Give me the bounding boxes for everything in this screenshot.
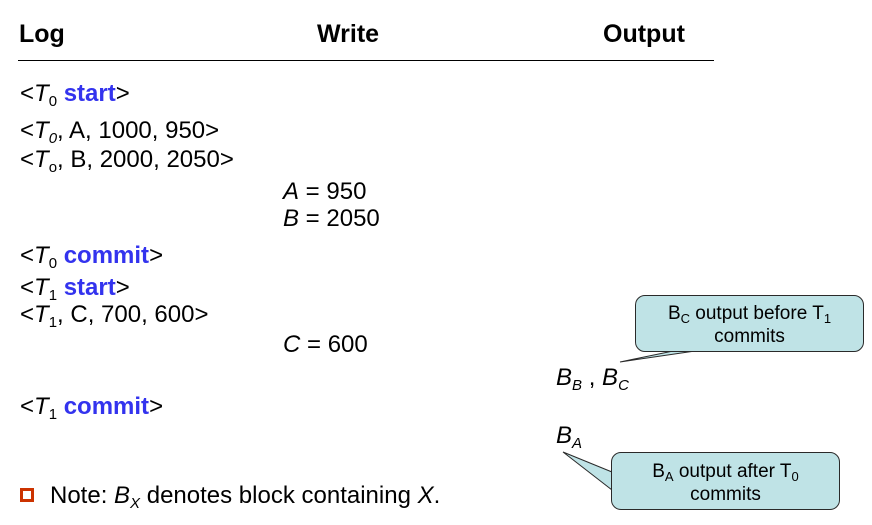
- header-write: Write: [317, 20, 380, 48]
- log-t0-update-a: <T0, A, 1000, 950>: [20, 117, 220, 147]
- log-t0-update-b: <To, B, 2000, 2050>: [20, 146, 234, 176]
- callout-bc-output-before-t1: BC output before T1 commits: [635, 295, 864, 352]
- write-c: C = 600: [283, 331, 368, 358]
- log-t1-start: <T1 start>: [20, 274, 130, 304]
- output-ba: BA: [556, 422, 583, 452]
- header-divider: [18, 60, 714, 61]
- callout-ba-output-after-t0: BA output after T0 commits: [611, 452, 840, 510]
- log-t0-commit: <T0 commit>: [20, 242, 164, 272]
- output-bb-bc: BB , BC: [556, 364, 629, 394]
- log-t0-start: <T0 start>: [20, 80, 130, 110]
- write-a: A = 950: [283, 178, 367, 205]
- log-t1-commit: <T1 commit>: [20, 393, 164, 423]
- note: Note: BX denotes block containing X.: [20, 482, 440, 511]
- callout-ba-tail: [562, 451, 613, 492]
- log-t1-update-c: <T1, C, 700, 600>: [20, 301, 209, 331]
- hollow-square-bullet-icon: [20, 488, 34, 502]
- header-log: Log: [19, 20, 65, 48]
- header-output: Output: [603, 20, 685, 48]
- write-b: B = 2050: [283, 205, 380, 232]
